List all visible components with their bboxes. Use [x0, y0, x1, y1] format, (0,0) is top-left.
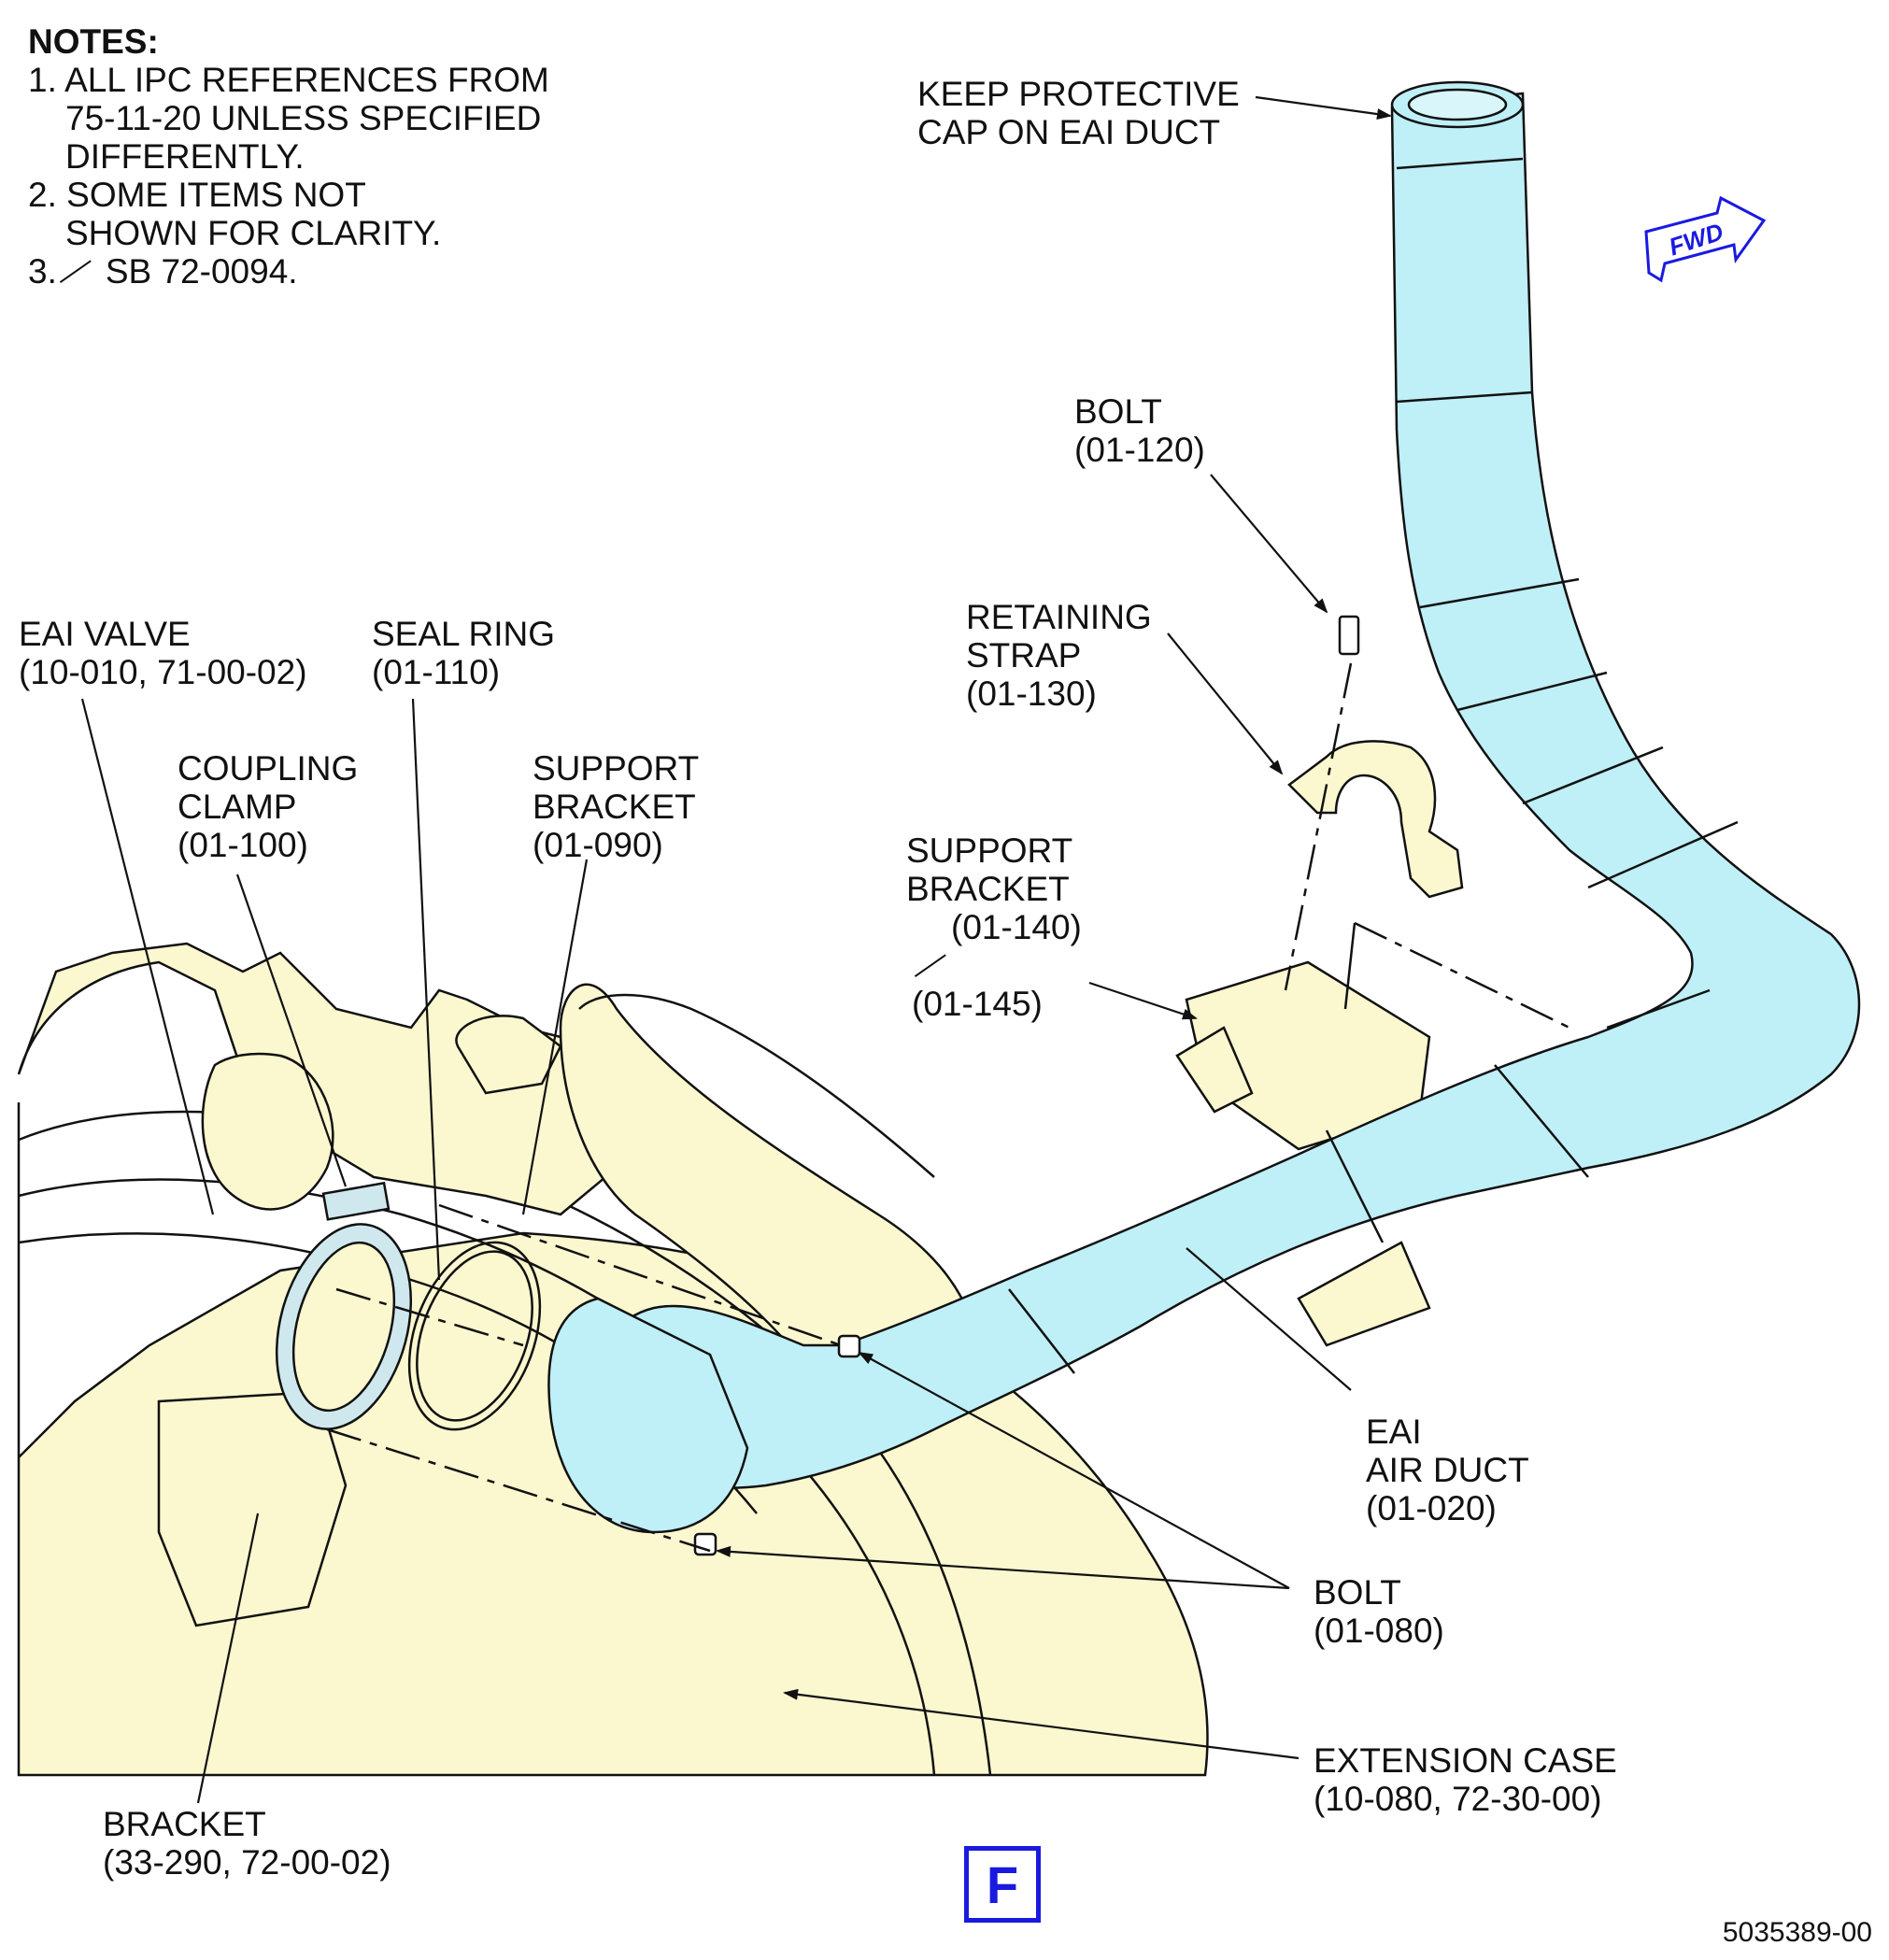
note-3-text: SB 72-0094. [105, 252, 298, 291]
label-eai-air-duct: EAI AIR DUCT (01-020) [1366, 1413, 1529, 1527]
notes-heading: NOTES: [28, 22, 159, 61]
notes-block: NOTES: 1. ALL IPC REFERENCES FROM 75-11-… [28, 22, 549, 291]
label-extension-case: EXTENSION CASE (10-080, 72-30-00) [1314, 1741, 1617, 1818]
label-retaining-strap: RETAINING STRAP (01-130) [966, 598, 1152, 713]
note-2-line-2: SHOWN FOR CLARITY. [65, 214, 442, 252]
bolt-shapes [693, 615, 1360, 1556]
sb-flag-icon [914, 954, 946, 977]
sb-flag-icon [59, 260, 92, 283]
note-1-line-3: DIFFERENTLY. [65, 137, 305, 176]
note-3-number: 3. [28, 252, 57, 291]
label-coupling-clamp: COUPLING CLAMP (01-100) [178, 749, 359, 864]
label-support-bracket-01-140: SUPPORT BRACKET (01-140) (01-145) [906, 831, 1082, 1023]
retaining-strap-shape [1287, 740, 1464, 899]
label-support-bracket-01-090: SUPPORT BRACKET (01-090) [533, 749, 700, 864]
eai-air-duct-shape [547, 80, 1861, 1534]
fwd-arrow-icon [1644, 195, 1767, 283]
label-bolt-01-120: BOLT (01-120) [1074, 392, 1205, 469]
label-seal-ring: SEAL RING (01-110) [372, 615, 556, 691]
figure-number: 5035389-00 [1722, 1917, 1872, 1948]
coupling-clamp-shape [275, 1181, 413, 1430]
view-letter-box: F [964, 1846, 1041, 1923]
note-1-line-1: 1. ALL IPC REFERENCES FROM [28, 61, 549, 99]
bracket-bracket-line [1343, 922, 1356, 1010]
installation-dashed-lines [326, 662, 1570, 1553]
note-3: 3. SB 72-0094. [28, 252, 549, 291]
label-bracket-33-290: BRACKET (33-290, 72-00-02) [103, 1805, 391, 1882]
leader-lines [80, 95, 1392, 1804]
seal-ring-shape [407, 1241, 542, 1431]
note-1-line-2: 75-11-20 UNLESS SPECIFIED [65, 99, 542, 137]
label-eai-valve: EAI VALVE (10-010, 71-00-02) [19, 615, 307, 691]
label-bolt-01-080: BOLT (01-080) [1314, 1573, 1444, 1650]
label-keep-protective-cap: KEEP PROTECTIVE CAP ON EAI DUCT [917, 75, 1240, 151]
note-2-line-1: 2. SOME ITEMS NOT [28, 176, 366, 214]
